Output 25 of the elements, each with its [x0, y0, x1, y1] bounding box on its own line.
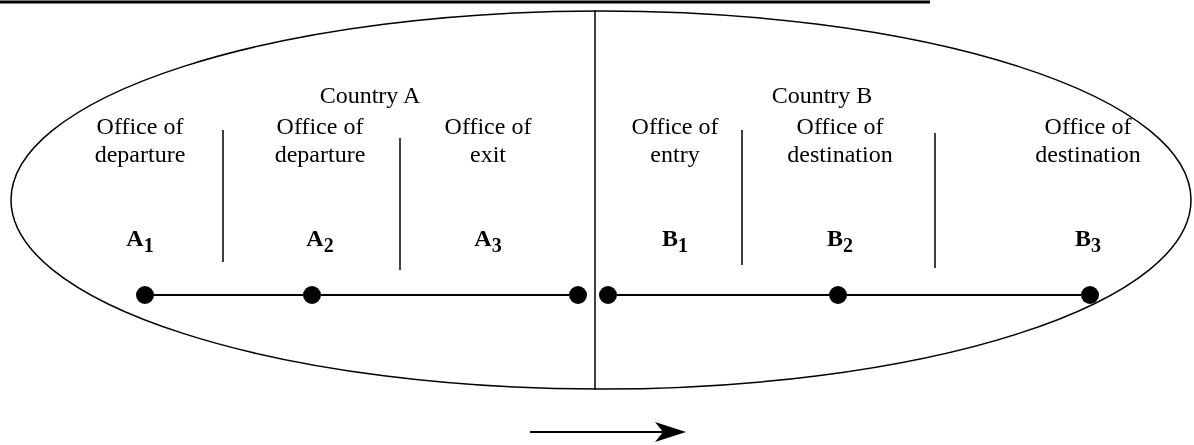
dot-marker [1081, 286, 1099, 304]
office-label: Office of destination [786, 112, 894, 168]
dot-marker [569, 286, 587, 304]
office-code: A$_{2}$ [305, 224, 335, 258]
dot-marker [829, 286, 847, 304]
country-ellipse [10, 10, 1192, 390]
office-label: Office of exit [443, 112, 533, 168]
connector-line [616, 294, 830, 296]
dot-marker [136, 286, 154, 304]
dot-marker [303, 286, 321, 304]
office-code: A$_{3}$ [473, 224, 503, 258]
office-code: B$_{2}$ [826, 224, 854, 258]
office-code: B$_{1}$ [661, 224, 689, 258]
connector-line [153, 294, 304, 296]
office-label: Office of entry [630, 112, 720, 168]
country-label: Country A [318, 81, 422, 109]
office-label: Office of destination [1034, 112, 1142, 168]
country-label: Country B [770, 81, 874, 109]
connector-line [320, 294, 570, 296]
office-label: Office of departure [93, 112, 187, 168]
office-label: Office of departure [273, 112, 367, 168]
office-code: A$_{1}$ [125, 224, 155, 258]
office-code: B$_{3}$ [1074, 224, 1102, 258]
dot-marker [599, 286, 617, 304]
connector-line [846, 294, 1082, 296]
